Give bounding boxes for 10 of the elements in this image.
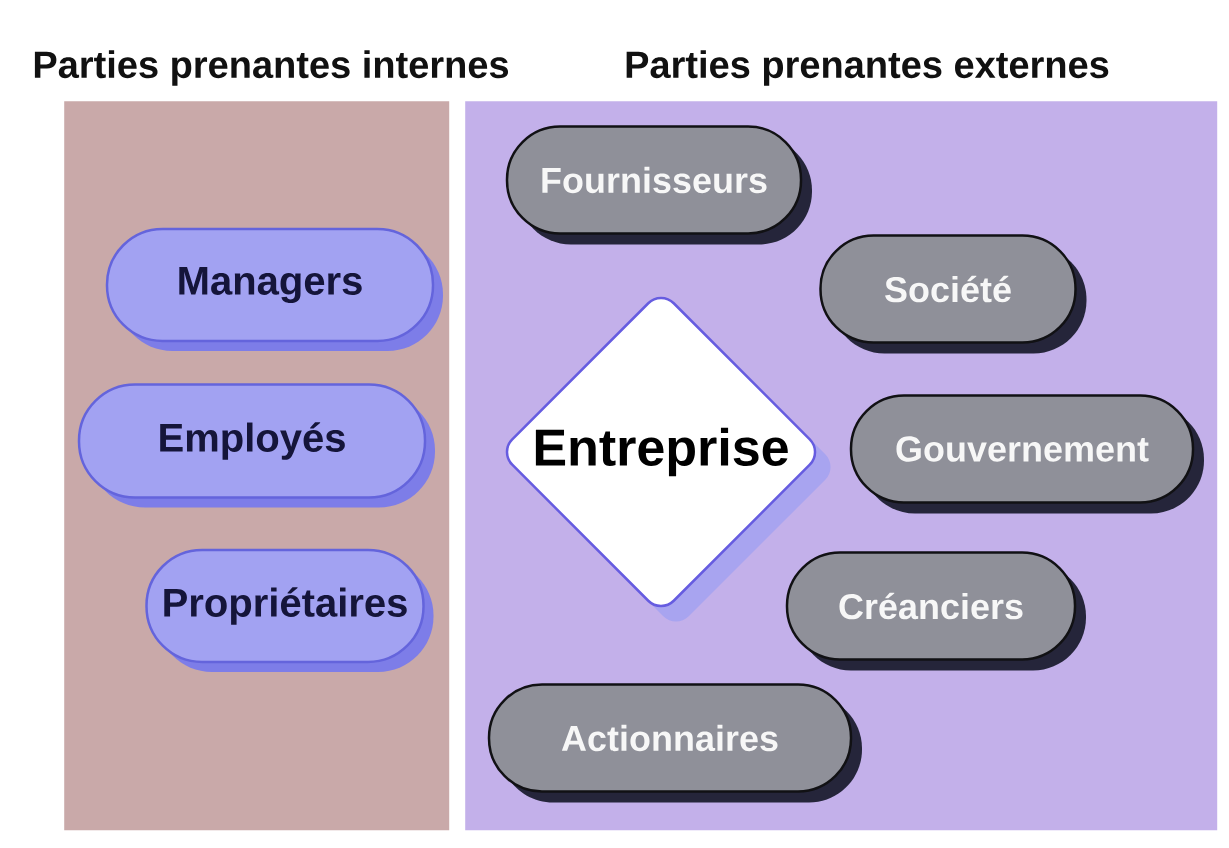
rounded-box: Managers [105, 227, 443, 351]
rounded-box: Actionnaires [487, 683, 862, 803]
rounded-box: Fournisseurs [505, 125, 812, 245]
rounded-box: Créanciers [785, 551, 1086, 671]
rounded-box: Gouvernement [849, 394, 1204, 514]
heading: Parties prenantes externes [626, 50, 1109, 86]
rounded-box: Propriétaires [145, 548, 434, 672]
rounded-box: Société [819, 234, 1087, 354]
rounded-box: Employés [77, 383, 435, 508]
heading: Parties prenantes internes [34, 50, 509, 86]
